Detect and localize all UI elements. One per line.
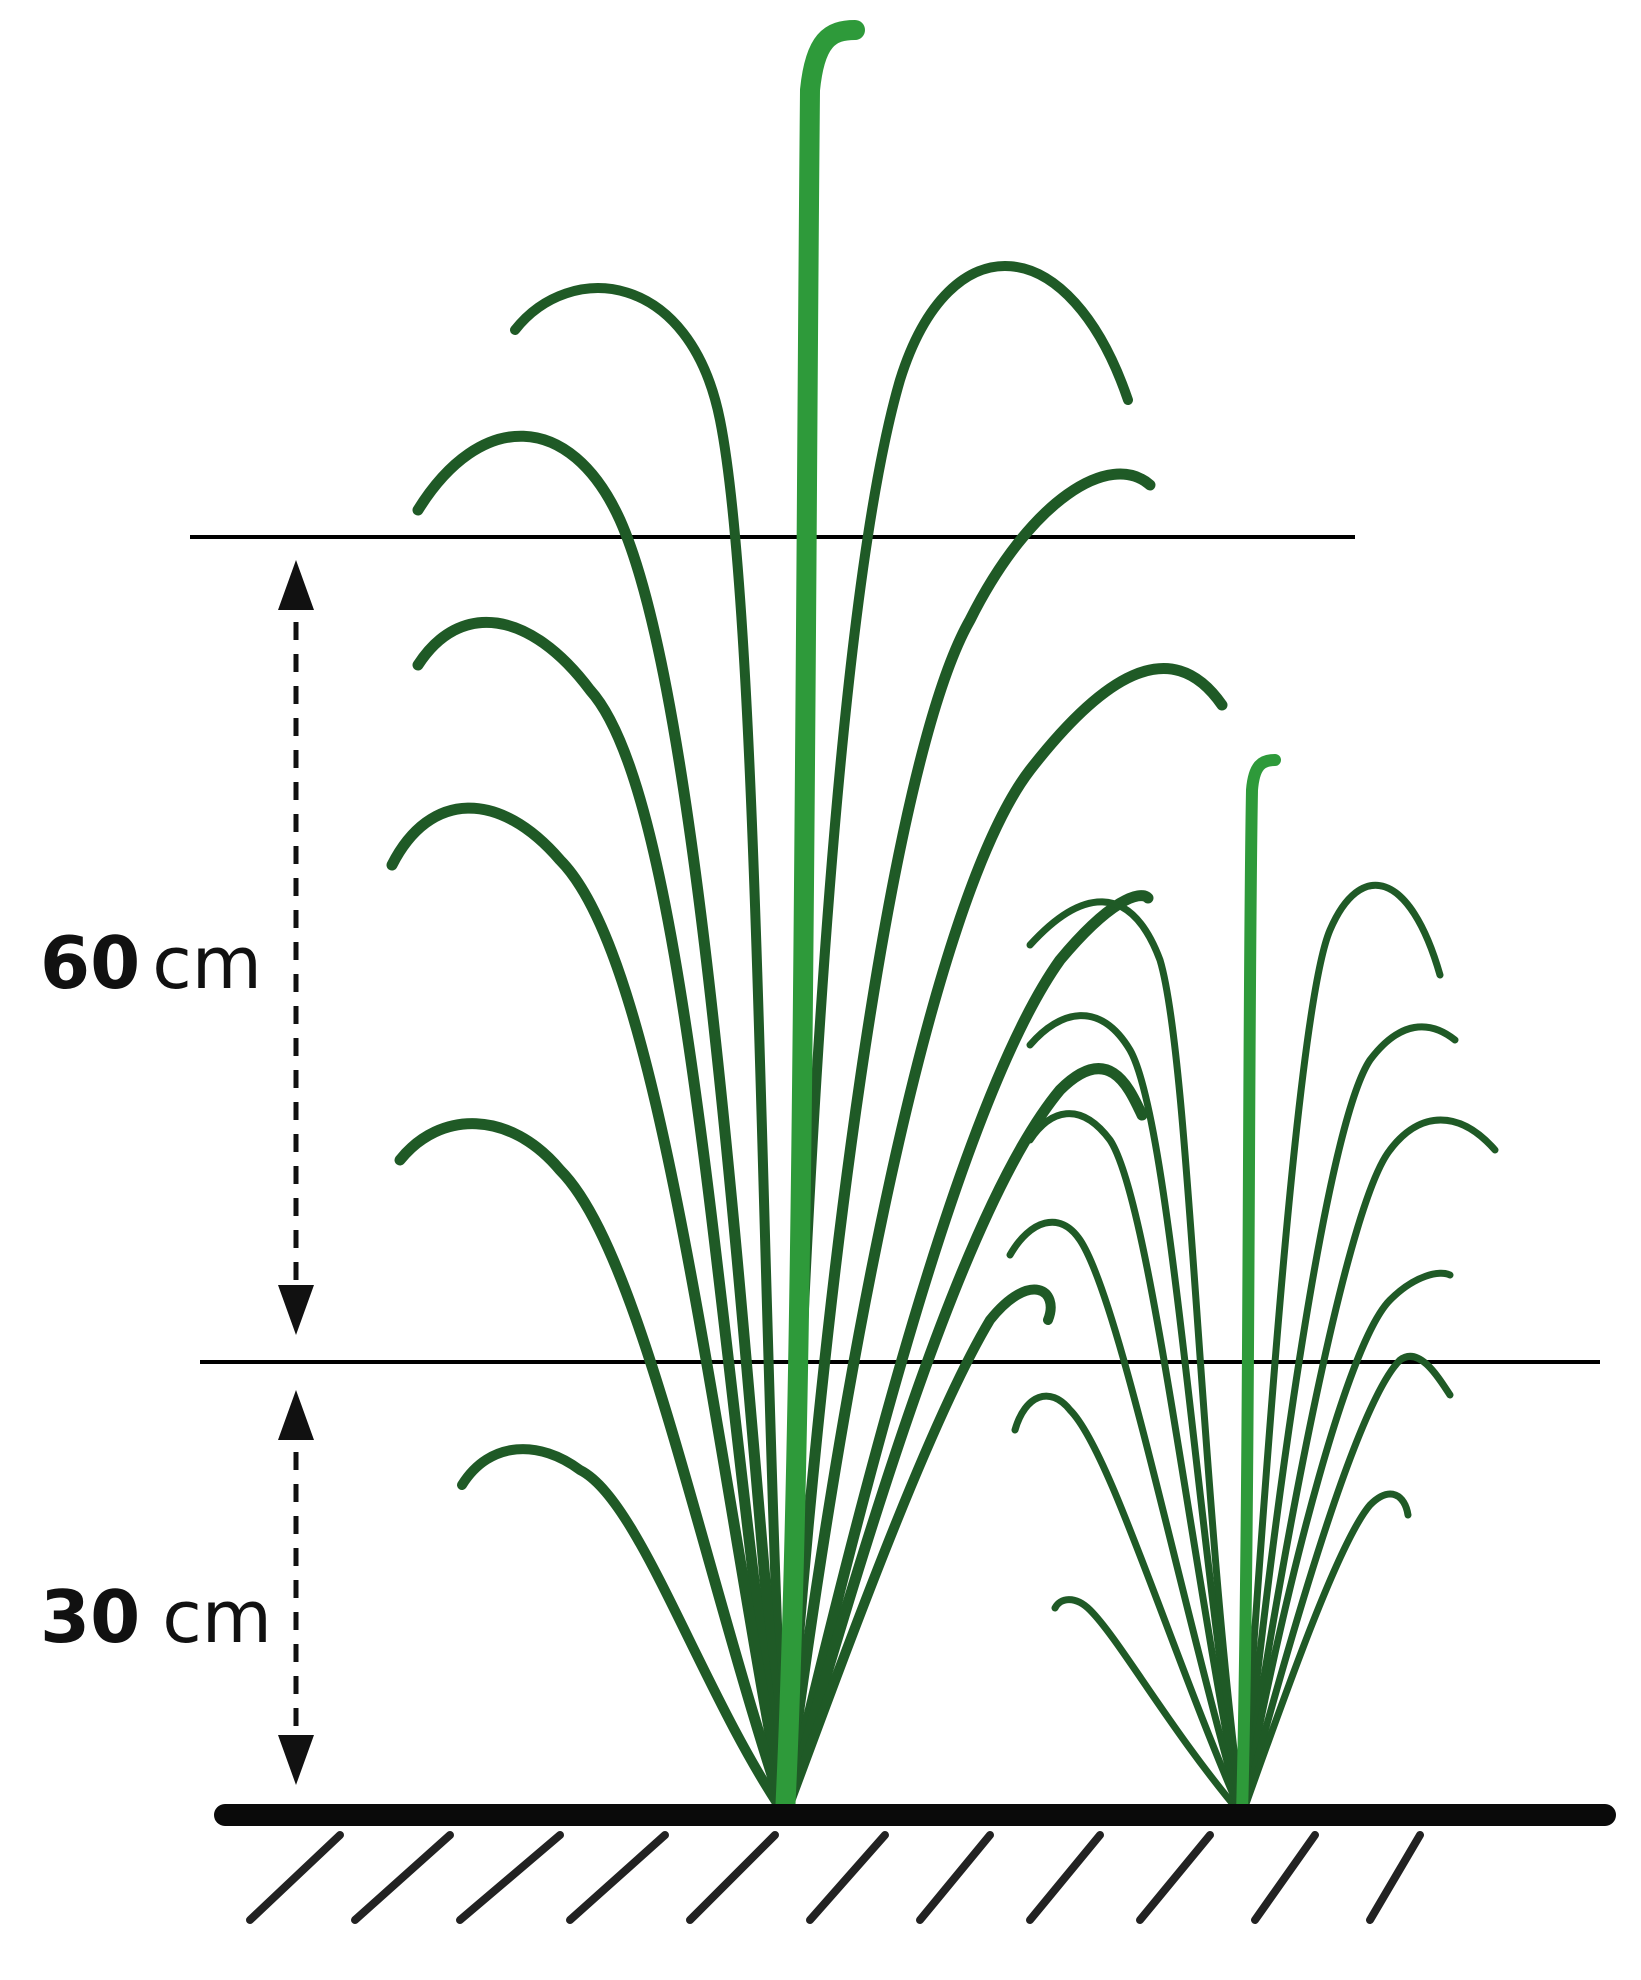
lower-height-label: 30 cm — [40, 1575, 272, 1659]
short-plant-leaf — [1026, 898, 1246, 1819]
short-plant-central-stem — [1236, 754, 1281, 1821]
tall-plant-leaf — [510, 283, 790, 1820]
lower-dimension-arrow — [278, 1390, 314, 1785]
short-plant-leaf — [1011, 1392, 1246, 1819]
upper-height-value: 60 — [40, 921, 140, 1005]
tall-plant-leaf — [386, 802, 791, 1821]
short-plant-leaf — [1051, 1596, 1246, 1819]
upper-dimension-arrow — [278, 560, 314, 1335]
short-plant-leaf — [1238, 881, 1444, 1819]
tall-plant-leaf — [412, 430, 791, 1821]
tall-plant-central-stem — [775, 20, 865, 1825]
tall-plant-leaf — [779, 663, 1228, 1821]
short-plant-leaf — [1006, 1218, 1246, 1819]
tall-plant-leaf — [780, 1284, 1056, 1820]
short-plant-leaf — [1026, 1110, 1246, 1819]
short-plant-leaf — [1238, 1352, 1454, 1819]
tall-plant — [386, 20, 1228, 1825]
lower-height-unit: cm — [162, 1575, 272, 1659]
tall-plant-leaf — [412, 616, 791, 1821]
lower-height-value: 30 — [40, 1575, 140, 1659]
tall-plant-leaf — [394, 1118, 791, 1821]
tall-plant-leaf — [779, 890, 1154, 1821]
upper-height-unit: cm — [152, 921, 262, 1005]
tall-plant-leaf — [779, 468, 1156, 1821]
ground — [214, 1804, 1616, 1924]
tall-plant-leaf — [779, 1063, 1148, 1821]
ground-hatching — [246, 1831, 1424, 1924]
short-plant-leaf — [1238, 1269, 1454, 1819]
tall-plant-leaf — [457, 1444, 790, 1820]
short-plant-leaf — [1238, 1490, 1412, 1819]
short-plant-leaf — [1238, 1023, 1459, 1819]
short-plant-leaf — [1238, 1116, 1499, 1819]
short-plant-leaf — [1026, 1012, 1246, 1819]
short-plant — [1006, 754, 1499, 1821]
